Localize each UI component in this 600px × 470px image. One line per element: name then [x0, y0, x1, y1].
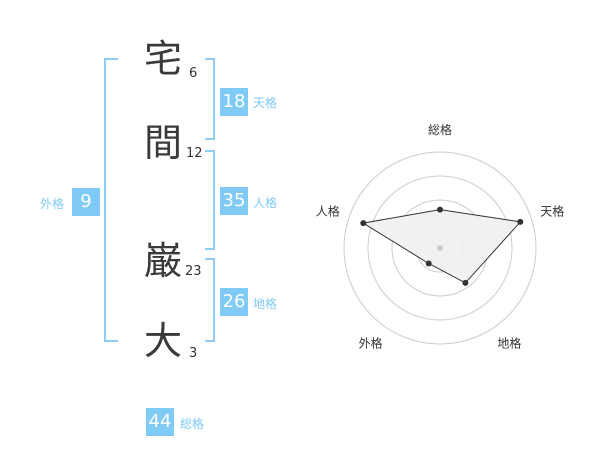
radar-axis-label: 地格 — [497, 336, 521, 351]
radar-center — [437, 245, 443, 251]
jinkaku-value: 35 — [220, 187, 248, 215]
radar-point — [517, 218, 524, 225]
radar-ring — [343, 151, 537, 345]
jinkaku-bracket — [205, 150, 215, 250]
radar-axis-label: 人格 — [316, 204, 340, 219]
gaikaku-label: 外格 — [40, 197, 65, 211]
gaikaku-bracket — [104, 58, 118, 342]
name-char-4: 大 — [143, 319, 182, 363]
stroke-count-1: 6 — [189, 66, 198, 81]
name-char-1: 宅 — [143, 37, 182, 81]
radar-point — [360, 220, 367, 227]
radar-axis-label: 総格 — [428, 122, 452, 137]
radar-point — [437, 206, 443, 213]
stroke-count-4: 3 — [189, 346, 198, 361]
soukaku-label: 総格 — [180, 417, 205, 431]
name-char-2: 間 — [143, 121, 182, 165]
chikaku-value: 26 — [220, 288, 248, 316]
soukaku-value: 44 — [146, 408, 174, 436]
radar-ring — [367, 175, 513, 321]
tenkaku-value: 18 — [220, 88, 248, 116]
radar-point — [425, 260, 432, 267]
chikaku-label: 地格 — [253, 297, 278, 311]
tenkaku-label: 天格 — [253, 96, 278, 110]
name-char-3: 巌 — [143, 239, 182, 283]
gaikaku-value: 9 — [72, 188, 100, 216]
jinkaku-label: 人格 — [253, 196, 278, 210]
radar-axis-label: 天格 — [540, 204, 564, 219]
tenkaku-bracket — [205, 58, 215, 140]
radar-axis-label: 外格 — [359, 336, 383, 351]
chikaku-bracket — [205, 258, 215, 342]
radar-point — [462, 279, 469, 286]
stroke-count-3: 23 — [185, 264, 202, 279]
stroke-count-2: 12 — [186, 146, 203, 161]
